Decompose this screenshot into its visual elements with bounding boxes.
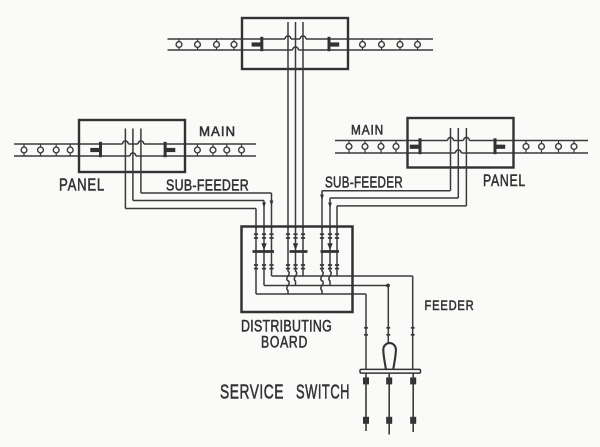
- svg-text:SUB-FEEDER: SUB-FEEDER: [325, 175, 403, 192]
- svg-text:SERVICE: SERVICE: [220, 382, 284, 404]
- svg-text:DISTRIBUTING: DISTRIBUTING: [241, 318, 332, 336]
- svg-text:BOARD: BOARD: [261, 334, 308, 352]
- svg-text:PANEL: PANEL: [59, 175, 105, 195]
- svg-text:SUB-FEEDER: SUB-FEEDER: [166, 178, 249, 195]
- svg-text:MAIN: MAIN: [351, 123, 384, 138]
- svg-text:SWITCH: SWITCH: [296, 382, 350, 404]
- svg-text:FEEDER: FEEDER: [425, 297, 475, 313]
- svg-text:MAIN: MAIN: [199, 123, 236, 139]
- svg-text:PANEL: PANEL: [483, 171, 526, 190]
